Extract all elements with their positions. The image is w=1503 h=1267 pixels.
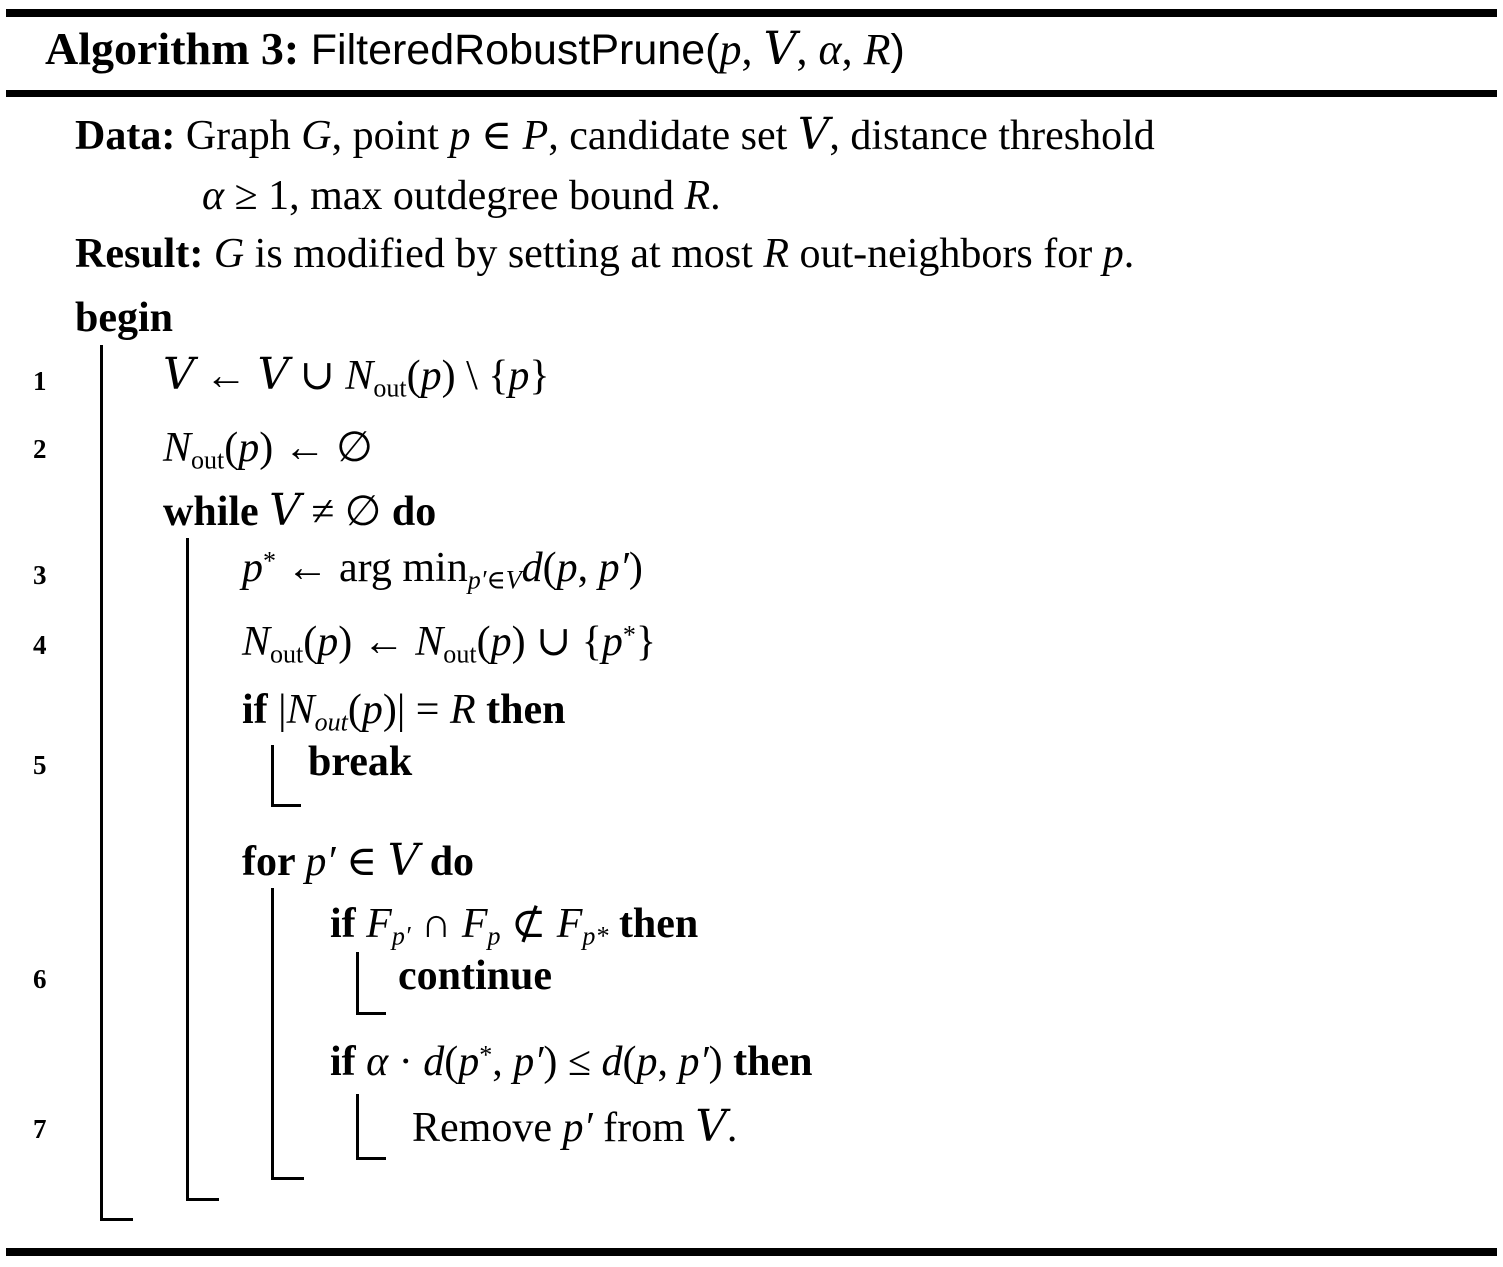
- while-block-rule: [186, 538, 219, 1201]
- line-for: for p′ ∈ V do: [242, 835, 475, 886]
- line-candidate-union: V ← V ∪ Nout(p) \ {p}: [163, 349, 550, 403]
- line-if-degree: if |Nout(p)| = R then: [242, 687, 566, 737]
- line-if-filter: if Fp′ ∩ Fp ⊄ Fp* then: [330, 901, 699, 951]
- data-line-2: α ≥ 1, max outdegree bound R.: [202, 173, 721, 219]
- for-block-rule: [271, 888, 304, 1180]
- algorithm-title: Algorithm 3: FilteredRobustPrune(p, V, α…: [45, 22, 905, 75]
- line-number-1: 1: [33, 366, 47, 396]
- line-argmin: p* ← arg minp′∈Vd(p, p′): [242, 545, 643, 595]
- line-number-4: 4: [33, 630, 47, 660]
- begin-keyword: begin: [75, 295, 174, 341]
- line-number-7: 7: [33, 1114, 47, 1144]
- line-init-nout: Nout(p) ← ∅: [163, 425, 373, 475]
- line-number-3: 3: [33, 560, 47, 590]
- if-continue-bracket: [356, 952, 386, 1015]
- line-continue: continue: [398, 953, 553, 999]
- data-line-1: Data: Graph G, point p ∈ P, candidate se…: [75, 109, 1155, 160]
- line-remove: Remove p′ from V.: [412, 1101, 738, 1152]
- header-rule: [6, 90, 1497, 97]
- line-number-5: 5: [33, 750, 47, 780]
- if-remove-bracket: [356, 1094, 386, 1160]
- top-rule: [6, 9, 1497, 17]
- line-break: break: [308, 739, 413, 785]
- line-while: while V ≠ ∅ do: [163, 485, 437, 536]
- line-add-pstar: Nout(p) ← Nout(p) ∪ {p*}: [242, 619, 657, 669]
- line-if-alpha: if α · d(p*, p′) ≤ d(p, p′) then: [330, 1039, 813, 1085]
- if-break-bracket: [271, 745, 301, 807]
- bottom-rule: [6, 1248, 1497, 1256]
- line-number-2: 2: [33, 434, 47, 464]
- result-line: Result: G is modified by setting at most…: [75, 231, 1135, 277]
- begin-block-rule: [100, 345, 133, 1221]
- line-number-6: 6: [33, 964, 47, 994]
